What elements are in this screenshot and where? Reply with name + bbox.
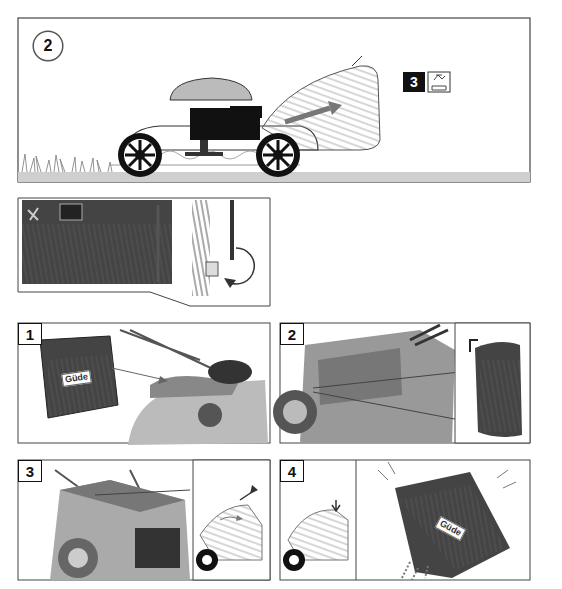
callout-number: 2 xyxy=(288,327,296,342)
callout-number: 3 xyxy=(26,464,34,479)
mower-section-view xyxy=(18,18,530,182)
step-number-box: 4 xyxy=(280,460,304,482)
step-number-box: 1 xyxy=(18,323,42,345)
callout-number: 3 xyxy=(410,75,418,89)
panel-3-mowing xyxy=(18,460,270,580)
callout-number: 1 xyxy=(26,327,34,342)
panel-1-attach-bag xyxy=(18,323,270,445)
step-number-box: 2 xyxy=(280,323,304,345)
callout-number: 2 xyxy=(44,38,53,54)
step-number-box: 3 xyxy=(403,72,425,92)
bag-hook-detail xyxy=(18,198,270,306)
panel-4-empty-bag xyxy=(280,460,530,580)
figure-number-circle: 2 xyxy=(32,30,64,62)
callout-number: 4 xyxy=(288,464,296,479)
panel-2-hook-bag xyxy=(273,323,530,443)
step-number-box: 3 xyxy=(18,460,42,482)
